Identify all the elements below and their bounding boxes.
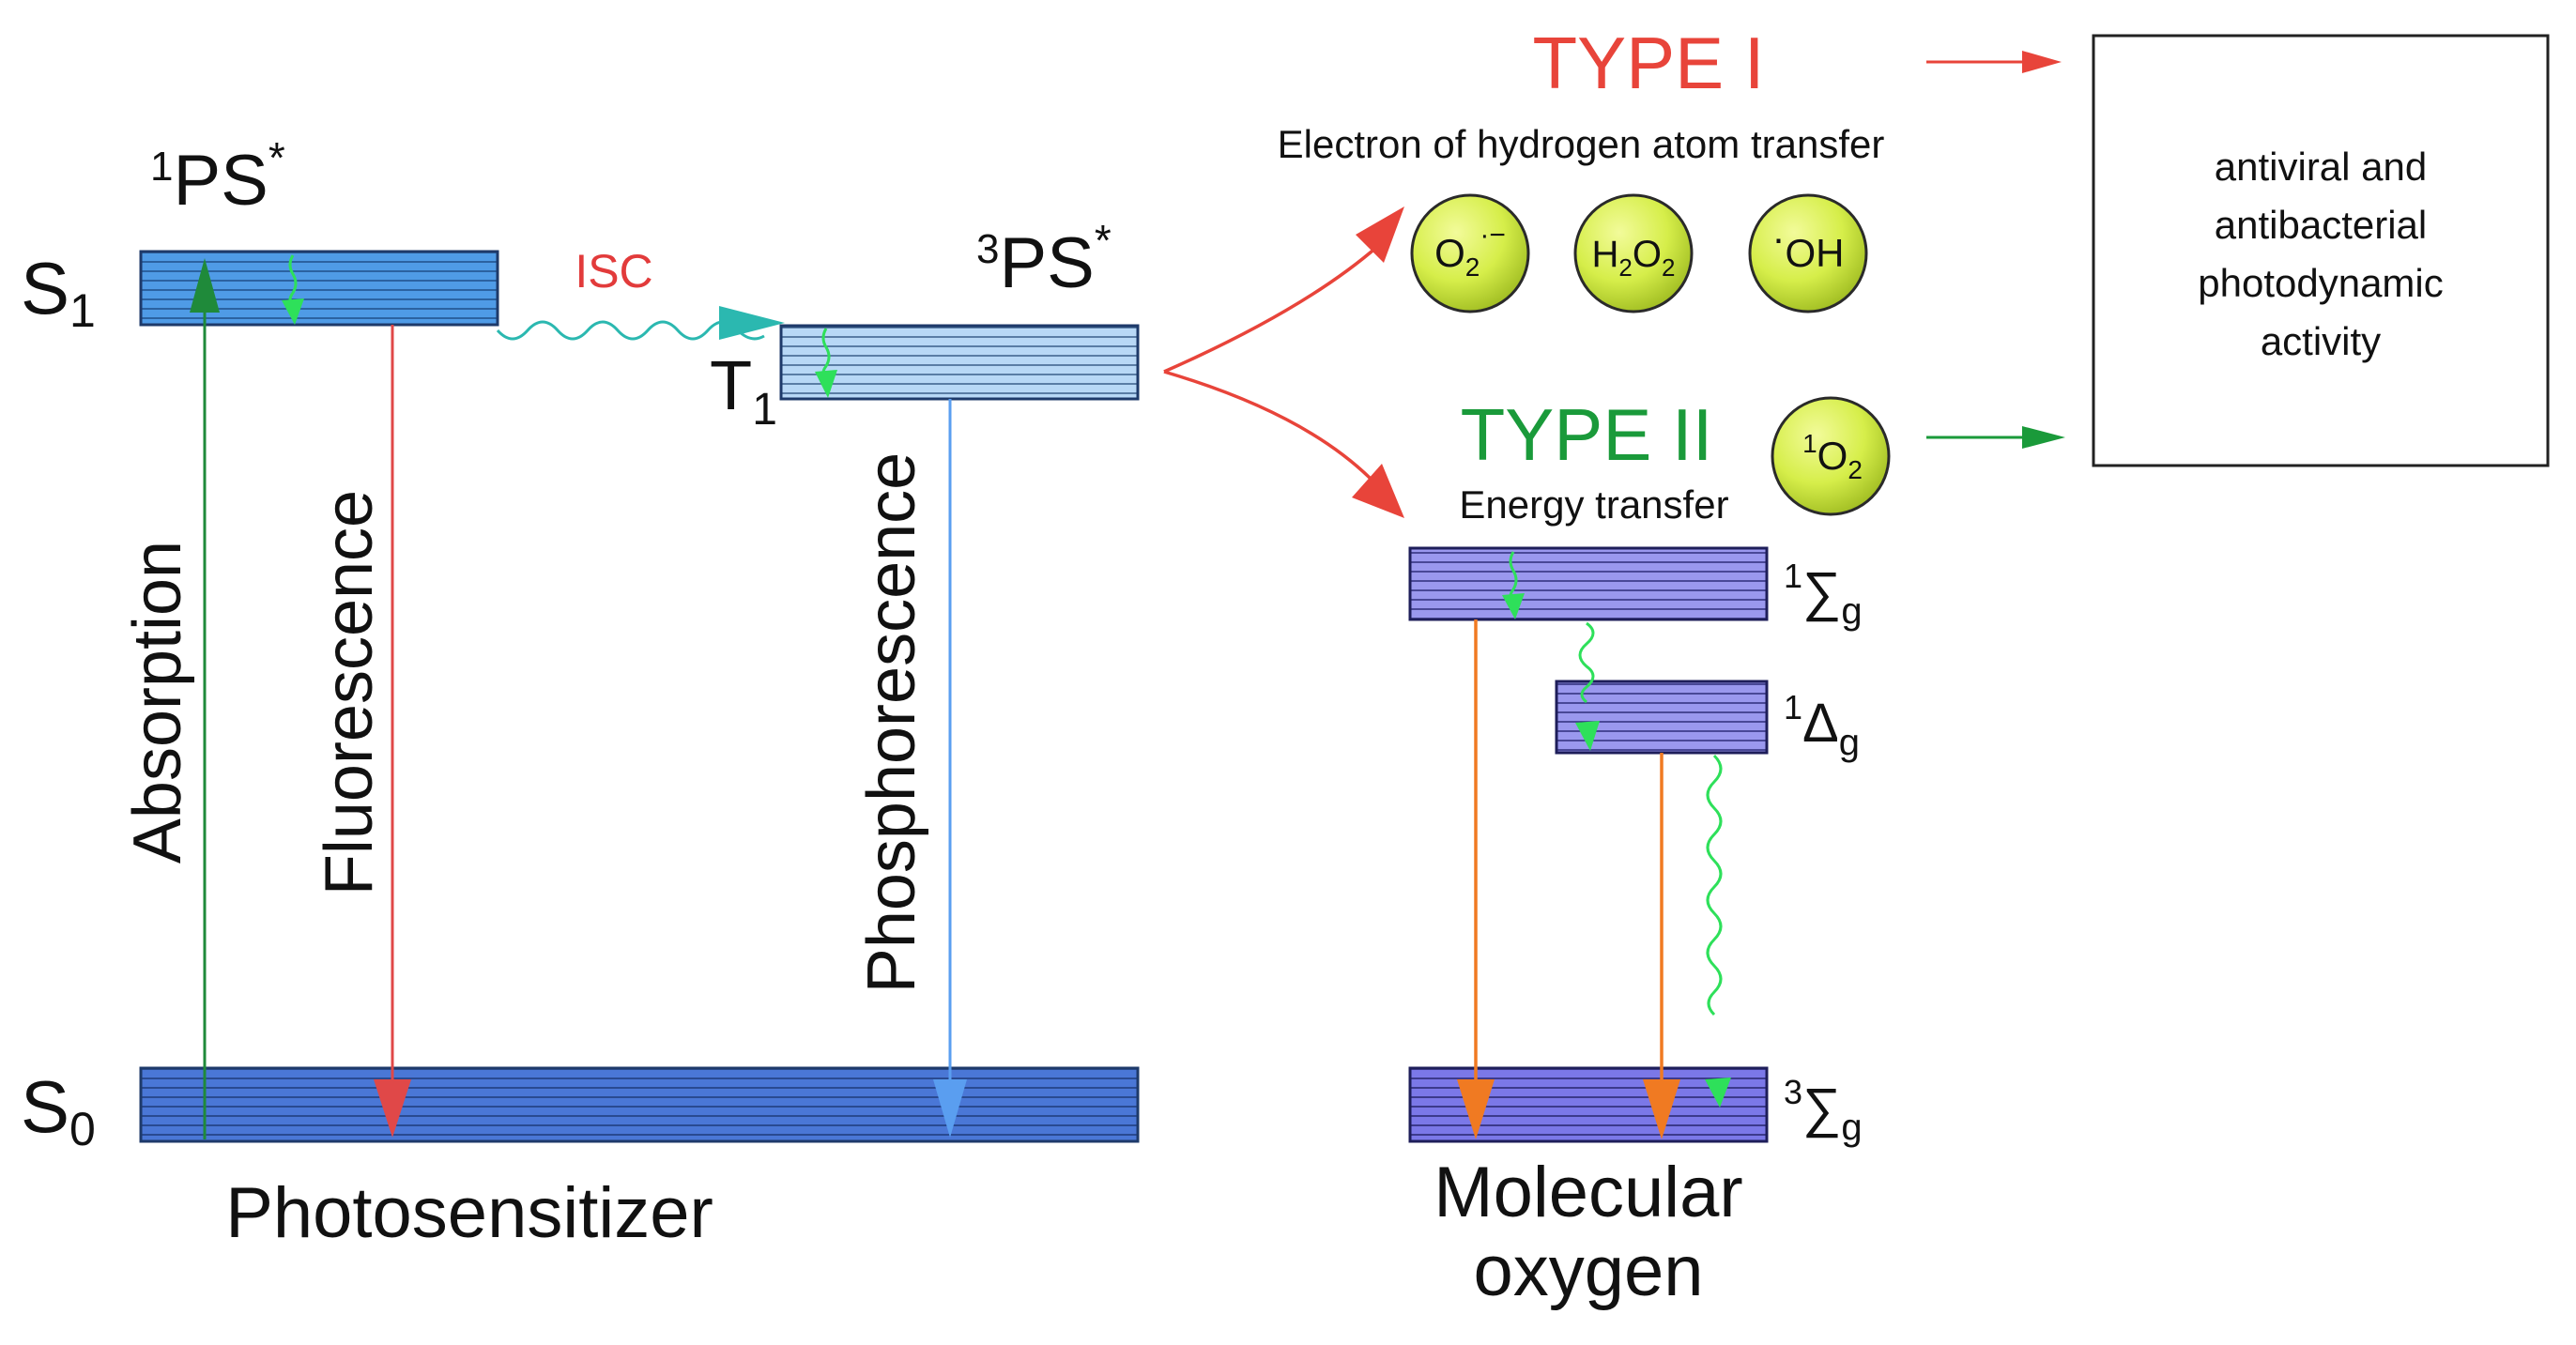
delta1-term-label: 1Δg bbox=[1784, 688, 1860, 763]
type2-to-result-arrow bbox=[1926, 426, 2065, 449]
s1-level-bar bbox=[139, 250, 499, 327]
result-text-line2: antibacterial bbox=[2215, 203, 2427, 247]
s1-relaxation-wavy-arrow bbox=[282, 254, 304, 325]
result-text-line4: activity bbox=[2261, 319, 2381, 363]
delta1-to-sigma3-wavy-arrow bbox=[1705, 754, 1731, 1108]
fluorescence-arrow bbox=[374, 325, 411, 1138]
type2-subtitle: Energy transfer bbox=[1459, 482, 1728, 527]
hydroxyl-radical-ball bbox=[1748, 193, 1868, 313]
s1-label: S1 bbox=[21, 247, 96, 337]
singlet-ps-label: 1PS* bbox=[150, 133, 285, 221]
type1-to-result-arrow bbox=[1926, 51, 2062, 73]
molecular-oxygen-label-line1: Molecular bbox=[1434, 1153, 1742, 1232]
result-text-line1: antiviral and bbox=[2215, 145, 2427, 189]
singlet-oxygen-ball bbox=[1771, 396, 1891, 516]
type1-branch-arrow bbox=[1163, 206, 1404, 374]
sigma1-to-sigma3-arrow bbox=[1457, 619, 1495, 1139]
hydrogen-peroxide-ball bbox=[1573, 193, 1694, 313]
photosensitizer-label: Photosensitizer bbox=[225, 1173, 713, 1253]
sigma1-level-bar bbox=[1408, 546, 1769, 621]
result-text-line3: photodynamic bbox=[2198, 261, 2444, 305]
phosphorescence-label: Phosphorescence bbox=[854, 452, 929, 993]
isc-wavy-arrow bbox=[496, 306, 785, 341]
fluorescence-label: Fluorescence bbox=[312, 490, 387, 895]
type2-title: TYPE II bbox=[1461, 393, 1713, 476]
type2-branch-arrow bbox=[1163, 370, 1404, 518]
sigma1-to-delta1-wavy-arrow bbox=[1575, 621, 1600, 751]
sigma1-term-label: 1∑g bbox=[1784, 557, 1863, 632]
hydrogen-peroxide-label: H2O2 bbox=[1592, 234, 1676, 282]
molecular-oxygen-label-line2: oxygen bbox=[1473, 1231, 1703, 1311]
sigma3-term-label: 3∑g bbox=[1784, 1073, 1863, 1148]
t1-label: T1 bbox=[710, 346, 777, 435]
absorption-label: Absorption bbox=[120, 541, 195, 864]
type1-title: TYPE I bbox=[1532, 22, 1764, 104]
isc-label: ISC bbox=[575, 245, 652, 298]
singlet-oxygen-label: 1O2 bbox=[1802, 429, 1863, 484]
t1-level-bar bbox=[779, 324, 1140, 401]
superoxide-ball bbox=[1410, 193, 1530, 313]
hydroxyl-radical-label: ·OH bbox=[1772, 216, 1845, 275]
absorption-arrow bbox=[190, 258, 220, 1139]
t1-relaxation-wavy-arrow bbox=[815, 328, 837, 398]
result-box bbox=[2092, 34, 2550, 467]
s0-label: S0 bbox=[21, 1065, 96, 1155]
delta1-to-sigma3-arrow bbox=[1643, 753, 1680, 1139]
phosphorescence-arrow bbox=[933, 399, 967, 1138]
s0-level-bar bbox=[139, 1066, 1140, 1143]
superoxide-label: O2·− bbox=[1434, 220, 1506, 282]
type1-subtitle: Electron of hydrogen atom transfer bbox=[1278, 122, 1885, 166]
sigma1-relaxation-wavy-arrow bbox=[1502, 551, 1525, 619]
triplet-ps-label: 3PS* bbox=[976, 216, 1112, 303]
